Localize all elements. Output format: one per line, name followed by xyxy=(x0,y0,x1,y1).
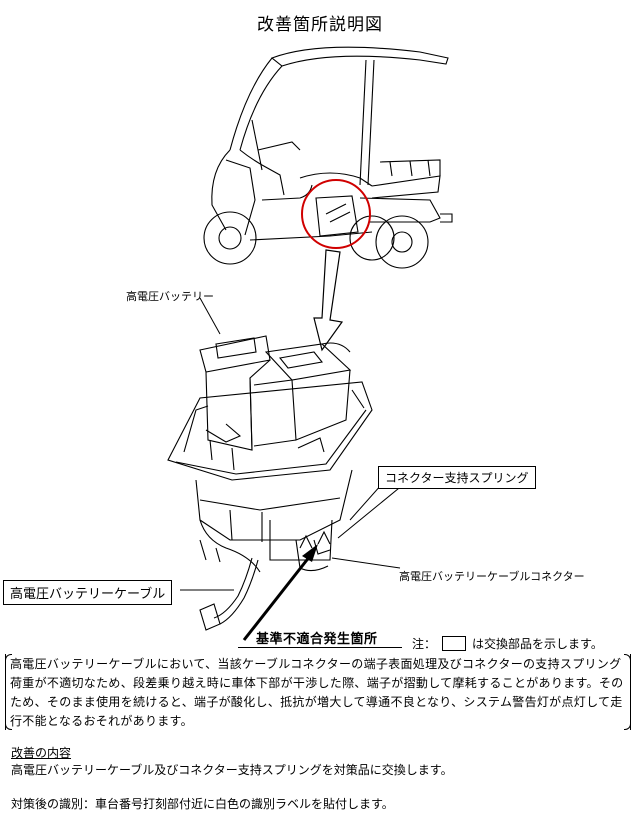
identification-text: 対策後の識別：車台番号打刻部付近に白色の識別ラベルを貼付します。 xyxy=(11,797,394,811)
hv-cable-label: 高電圧バッテリーケーブル xyxy=(3,580,173,605)
description-bracket xyxy=(5,654,631,730)
legend-note: 注： は交換部品を示します。 xyxy=(412,635,603,652)
trike-drawing xyxy=(203,46,453,269)
battery-assembly-drawing xyxy=(167,335,373,631)
hv-battery-label: 高電圧バッテリー xyxy=(126,290,214,303)
replacement-part-swatch xyxy=(442,636,467,651)
nonconformity-label: 基準不適合発生箇所 xyxy=(256,632,378,647)
note-suffix: は交換部品を示します。 xyxy=(472,637,603,651)
defect-description: 高電圧バッテリーケーブルにおいて、当該ケーブルコネクターの端子表面処理及びコネク… xyxy=(10,657,624,728)
connector-spring-label: コネクター支持スプリング xyxy=(378,466,536,489)
page-title: 改善箇所説明図 xyxy=(257,15,383,35)
callout-arrow xyxy=(313,249,344,352)
hv-cable-connector-label: 高電圧バッテリーケーブルコネクター xyxy=(399,570,585,583)
nonconformity-underline xyxy=(238,647,402,648)
note-prefix: 注： xyxy=(412,637,437,651)
improvement-text: 高電圧バッテリーケーブル及びコネクター支持スプリングを対策品に交換します。 xyxy=(11,763,453,777)
improvement-heading: 改善の内容 xyxy=(11,746,72,760)
